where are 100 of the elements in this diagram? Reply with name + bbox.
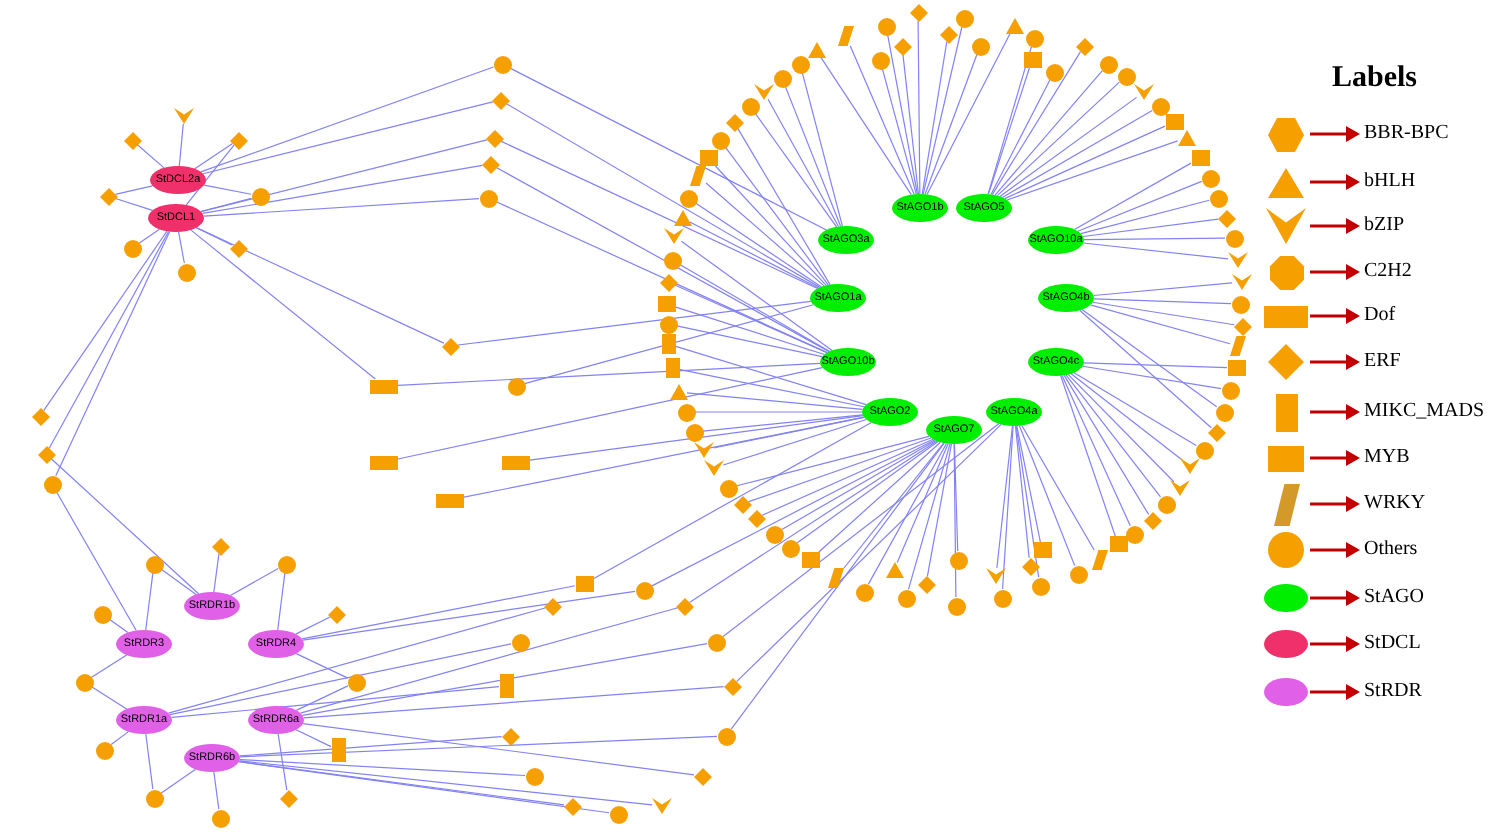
circle-node xyxy=(1201,169,1219,187)
diamond-node xyxy=(37,445,55,463)
edge-line xyxy=(1081,308,1218,408)
edge-line xyxy=(767,98,840,228)
edge-line xyxy=(194,143,234,170)
diamond-node xyxy=(725,113,743,131)
edge-line xyxy=(178,123,184,167)
legend-label: ERF xyxy=(1364,350,1401,374)
chevron-node xyxy=(1228,252,1248,268)
edge-line xyxy=(302,722,695,776)
diamond-node xyxy=(659,273,677,291)
circle-node xyxy=(685,423,703,441)
ellipse-node xyxy=(956,194,1012,222)
circle-node xyxy=(1025,29,1043,47)
edge-line xyxy=(1082,242,1229,260)
circle-node xyxy=(781,539,799,557)
triangle-node xyxy=(669,384,687,400)
edge-line xyxy=(674,306,825,356)
diamond-node xyxy=(1207,423,1225,441)
edge-line xyxy=(1079,309,1212,429)
edge-line xyxy=(397,362,821,386)
edge-line xyxy=(160,768,197,794)
parallelogram-node xyxy=(1092,550,1108,570)
legend-label: BBR-BPC xyxy=(1364,122,1449,146)
edge-line xyxy=(688,440,938,604)
circle-node xyxy=(145,789,163,807)
rectangle-node xyxy=(370,379,398,393)
diamond-node xyxy=(723,677,741,695)
chevron-node xyxy=(174,108,194,124)
edge-line xyxy=(529,415,864,461)
edge-line xyxy=(524,304,815,385)
edge-line xyxy=(674,345,867,406)
circle-node xyxy=(123,239,141,257)
circle-node xyxy=(277,555,295,573)
edge-line xyxy=(178,231,185,264)
diamond-node xyxy=(733,495,751,513)
circle-node xyxy=(1209,189,1227,207)
rectangle-node xyxy=(1191,150,1209,166)
diamond-node xyxy=(893,37,911,55)
edge-line xyxy=(722,423,1000,638)
legend-label: Dof xyxy=(1364,304,1396,328)
edge-line xyxy=(926,32,1011,196)
edge-line xyxy=(457,300,812,346)
circle-node xyxy=(679,189,697,207)
edge-line xyxy=(784,85,842,227)
rectangle-node xyxy=(1109,536,1127,552)
edge-line xyxy=(200,66,495,173)
edge-line xyxy=(203,198,480,217)
edge-line xyxy=(1002,425,1014,590)
diamond-node xyxy=(211,537,229,555)
edge-line xyxy=(1065,374,1162,498)
edge-line xyxy=(761,438,934,516)
diamond-node xyxy=(1021,557,1039,575)
edge-line xyxy=(902,53,920,195)
edge-line xyxy=(463,416,865,498)
circle-node xyxy=(1215,403,1233,421)
edge-line xyxy=(1018,425,1076,567)
edge-line xyxy=(694,411,863,413)
circle-node xyxy=(855,583,873,601)
edge-line xyxy=(849,45,915,195)
circle-node xyxy=(1117,67,1135,85)
edge-line xyxy=(239,758,526,777)
edge-line xyxy=(796,440,939,544)
circle-node xyxy=(663,251,681,269)
ellipse-node xyxy=(892,194,948,222)
rectangle-node xyxy=(1227,360,1245,376)
edge-line xyxy=(730,442,945,730)
circle-node xyxy=(347,673,365,691)
edge-line xyxy=(1073,372,1197,446)
diamond-node xyxy=(693,767,711,785)
circle-node xyxy=(955,9,973,27)
ellipse-node xyxy=(150,166,206,194)
edge-line xyxy=(108,618,129,634)
legend-label: WRKY xyxy=(1364,492,1426,516)
rectangle-node xyxy=(370,455,398,469)
circle-node xyxy=(1045,63,1063,81)
edge-line xyxy=(702,414,864,432)
edge-line xyxy=(867,442,948,585)
legend-label: Others xyxy=(1364,538,1418,562)
edge-line xyxy=(999,96,1138,198)
diamond-node xyxy=(939,25,957,43)
circle-node xyxy=(897,589,915,607)
chevron-node xyxy=(704,460,724,476)
circle-node xyxy=(479,189,497,207)
diamond-node xyxy=(543,597,561,615)
rectangle-node xyxy=(1023,52,1041,68)
edge-line xyxy=(200,139,488,213)
edge-line xyxy=(801,72,843,227)
diamond-node xyxy=(491,91,509,109)
edge-line xyxy=(990,79,1051,196)
edge-line xyxy=(167,607,546,714)
triangle-node xyxy=(1005,18,1023,34)
circle-node xyxy=(1157,495,1175,513)
rectangle-node xyxy=(801,552,819,568)
rectangle-node xyxy=(499,674,513,698)
edge-line xyxy=(705,182,825,287)
edge-line xyxy=(1083,237,1226,241)
circle-node xyxy=(1225,229,1243,247)
edge-line xyxy=(1077,180,1203,232)
edge-line xyxy=(43,230,168,412)
